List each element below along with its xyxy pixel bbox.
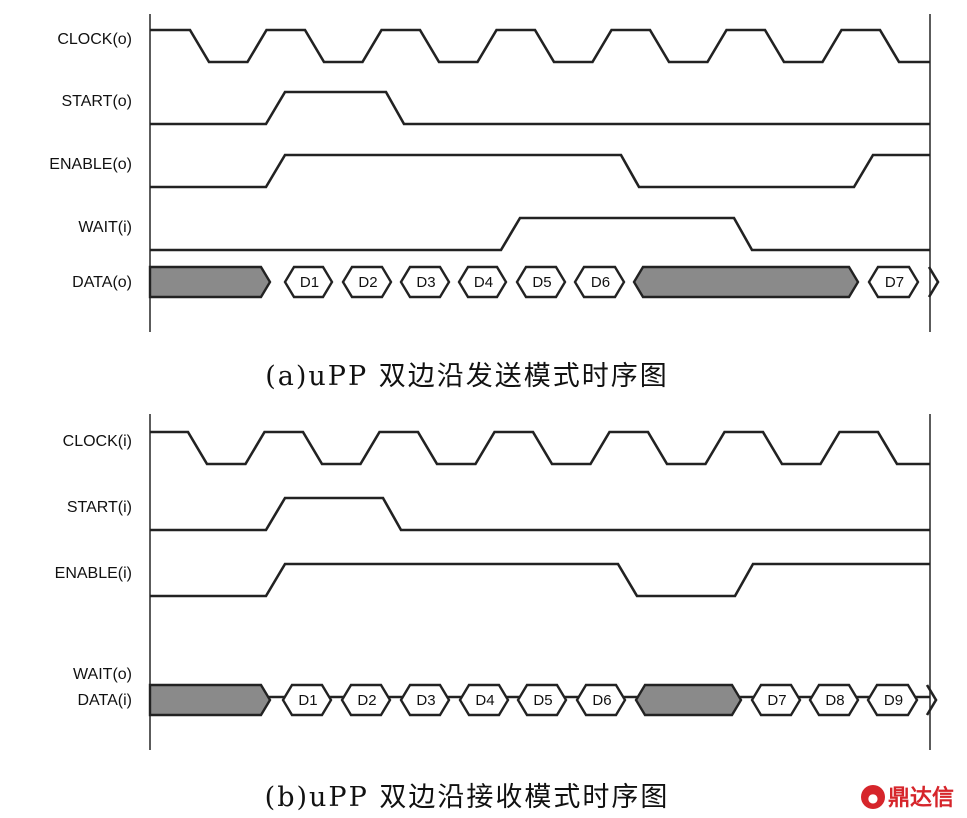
- bus-label-d9: D9: [884, 692, 903, 709]
- bus-label-d3: D3: [416, 274, 435, 291]
- caption-a: (a)uPP 双边沿发送模式时序图: [265, 361, 668, 392]
- bus-label-d7: D7: [767, 692, 786, 709]
- watermark-logo-icon: [861, 785, 885, 809]
- signal-label-start-i: START(i): [67, 499, 132, 516]
- waveform-enablei: [150, 562, 930, 598]
- watermark-text: 鼎达信: [888, 785, 954, 811]
- bus-segment: [573, 265, 626, 299]
- waveform-waiti: [150, 216, 930, 252]
- caption-b: (b)uPP 双边沿接收模式时序图: [265, 782, 670, 813]
- waveform-clocki: [150, 430, 930, 466]
- bus-segment: [283, 265, 334, 299]
- signal-label-data-i: DATA(i): [77, 692, 132, 709]
- bus-label-d8: D8: [825, 692, 844, 709]
- bus-segment: [399, 683, 451, 717]
- watermark-logo: ● 鼎达信: [861, 785, 954, 811]
- bus-segment: [399, 265, 451, 299]
- bus-label-d7: D7: [885, 274, 904, 291]
- signal-label-start-o: START(o): [61, 93, 132, 110]
- bus-label-d4: D4: [474, 274, 493, 291]
- bus-segment-partial: [925, 684, 938, 716]
- bus-label-d6: D6: [591, 274, 610, 291]
- signal-label-clock-o: CLOCK(o): [57, 31, 132, 48]
- signal-label-enable-i: ENABLE(i): [55, 565, 132, 582]
- signal-label-wait-o: WAIT(o): [73, 666, 132, 683]
- waveform-clocko: [150, 28, 930, 64]
- bus-label-d1: D1: [298, 692, 317, 709]
- bus-segment: [515, 265, 567, 299]
- bus-label-d2: D2: [357, 692, 376, 709]
- bus-label-d1: D1: [300, 274, 319, 291]
- bus-label-d2: D2: [358, 274, 377, 291]
- bus-segment: [808, 683, 860, 717]
- waveform-starti: [150, 496, 930, 532]
- diagram-b: CLOCK(i) START(i) ENABLE(i) WAIT(o) DATA(i) D…: [55, 430, 938, 717]
- bus-label-d5: D5: [533, 692, 552, 709]
- signal-label-clock-i: CLOCK(i): [63, 433, 132, 450]
- signal-label-enable-o: ENABLE(o): [49, 156, 132, 173]
- bus-segment: [458, 683, 510, 717]
- bus-segment: [457, 265, 508, 299]
- waveform-starto: [150, 90, 930, 126]
- watermark-logo-glyph: ●: [868, 791, 878, 805]
- bus-segment-filled: [148, 683, 272, 717]
- bus-segment: [340, 683, 392, 717]
- bus-segment: [750, 683, 802, 717]
- bus-segment: [516, 683, 568, 717]
- bus-label-d3: D3: [416, 692, 435, 709]
- signal-label-data-o: DATA(o): [72, 274, 132, 291]
- bus-label-d6: D6: [592, 692, 611, 709]
- bus-segment: [575, 683, 627, 717]
- bus-label-d4: D4: [475, 692, 494, 709]
- signal-label-wait-i: WAIT(i): [78, 219, 132, 236]
- bus-segment: [341, 265, 393, 299]
- bus-segment-partial: [927, 266, 940, 298]
- bus-segment: [281, 683, 333, 717]
- waveform-enableo: [150, 153, 930, 189]
- bus-segment-filled: [632, 265, 860, 299]
- bus-label-d5: D5: [532, 274, 551, 291]
- diagram-a: CLOCK(o) START(o) ENABLE(o) WAIT(i) DATA(o) D…: [49, 28, 940, 299]
- bus-segment: [867, 265, 920, 299]
- bus-segment-filled: [634, 683, 743, 717]
- bus-segment: [866, 683, 919, 717]
- bus-segment-filled: [148, 265, 272, 299]
